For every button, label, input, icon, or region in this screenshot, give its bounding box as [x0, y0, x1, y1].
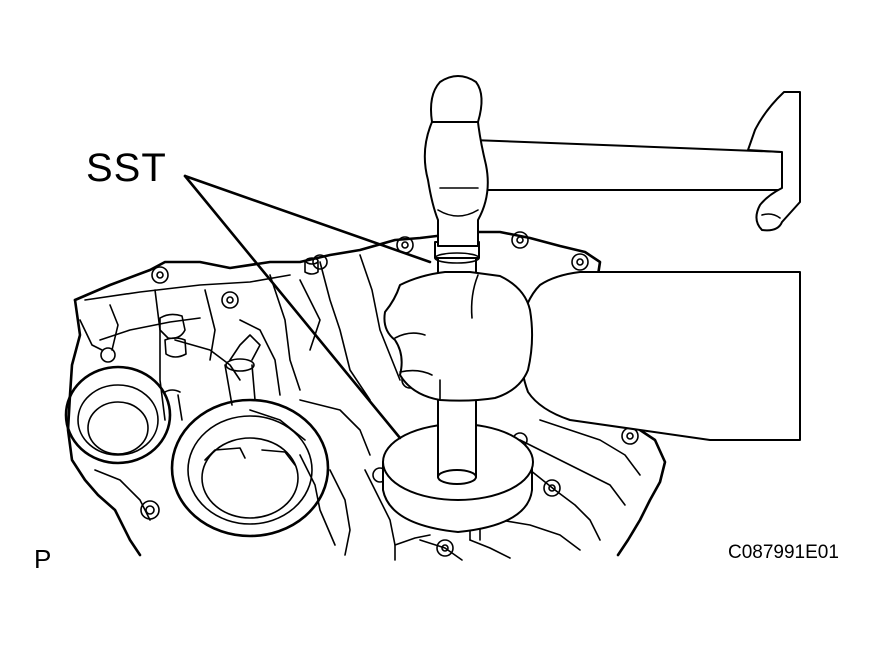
view-letter: P [34, 544, 51, 574]
hammer-hand [747, 91, 801, 232]
hammer-icon [423, 75, 785, 247]
hand-icon [383, 271, 801, 441]
sst-leader-lines [183, 174, 432, 440]
figure-id: C087991E01 [728, 542, 839, 563]
sst-callout-label: SST [86, 146, 167, 190]
